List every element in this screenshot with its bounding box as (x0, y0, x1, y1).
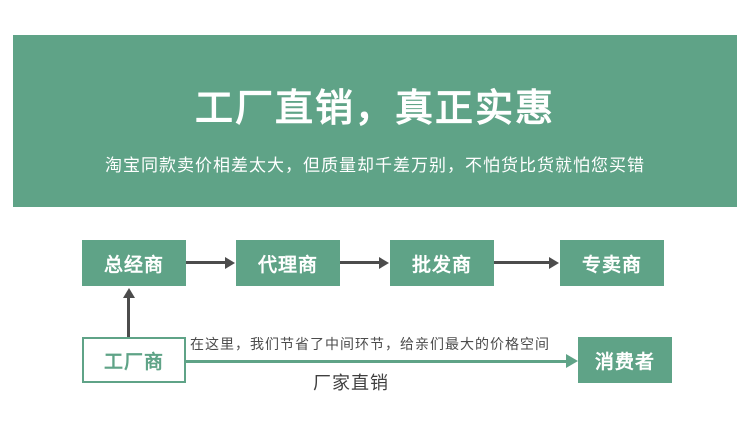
promo-banner: 工厂直销，真正实惠 淘宝同款卖价相差太大，但质量却千差万别，不怕货比货就怕您买错 (13, 35, 737, 207)
arrow-head-general-to-agent (225, 257, 235, 269)
direct-sale-caption: 在这里，我们节省了中间环节，给亲们最大的价格空间 (190, 336, 550, 352)
node-factory: 工厂商 (82, 337, 186, 383)
banner-title: 工厂直销，真正实惠 (194, 88, 555, 130)
arrow-head-factory-to-consumer (566, 354, 578, 368)
arrow-line-factory-to-general (127, 296, 130, 337)
arrow-line-factory-to-consumer (186, 360, 572, 363)
arrow-line-wholesaler-to-store (494, 261, 549, 264)
arrow-line-general-to-agent (186, 261, 225, 264)
banner-subtitle: 淘宝同款卖价相差太大，但质量却千差万别，不怕货比货就怕您买错 (105, 156, 645, 175)
arrow-head-wholesaler-to-store (549, 257, 559, 269)
arrow-line-agent-to-wholesaler (340, 261, 379, 264)
node-consumer: 消费者 (578, 337, 672, 383)
arrow-head-factory-to-general (123, 288, 135, 298)
node-general-distributor: 总经商 (82, 240, 186, 286)
direct-sale-label: 厂家直销 (313, 373, 389, 393)
node-specialty-store: 专卖商 (560, 240, 664, 286)
node-wholesaler: 批发商 (390, 240, 494, 286)
node-agent: 代理商 (236, 240, 340, 286)
arrow-head-agent-to-wholesaler (379, 257, 389, 269)
